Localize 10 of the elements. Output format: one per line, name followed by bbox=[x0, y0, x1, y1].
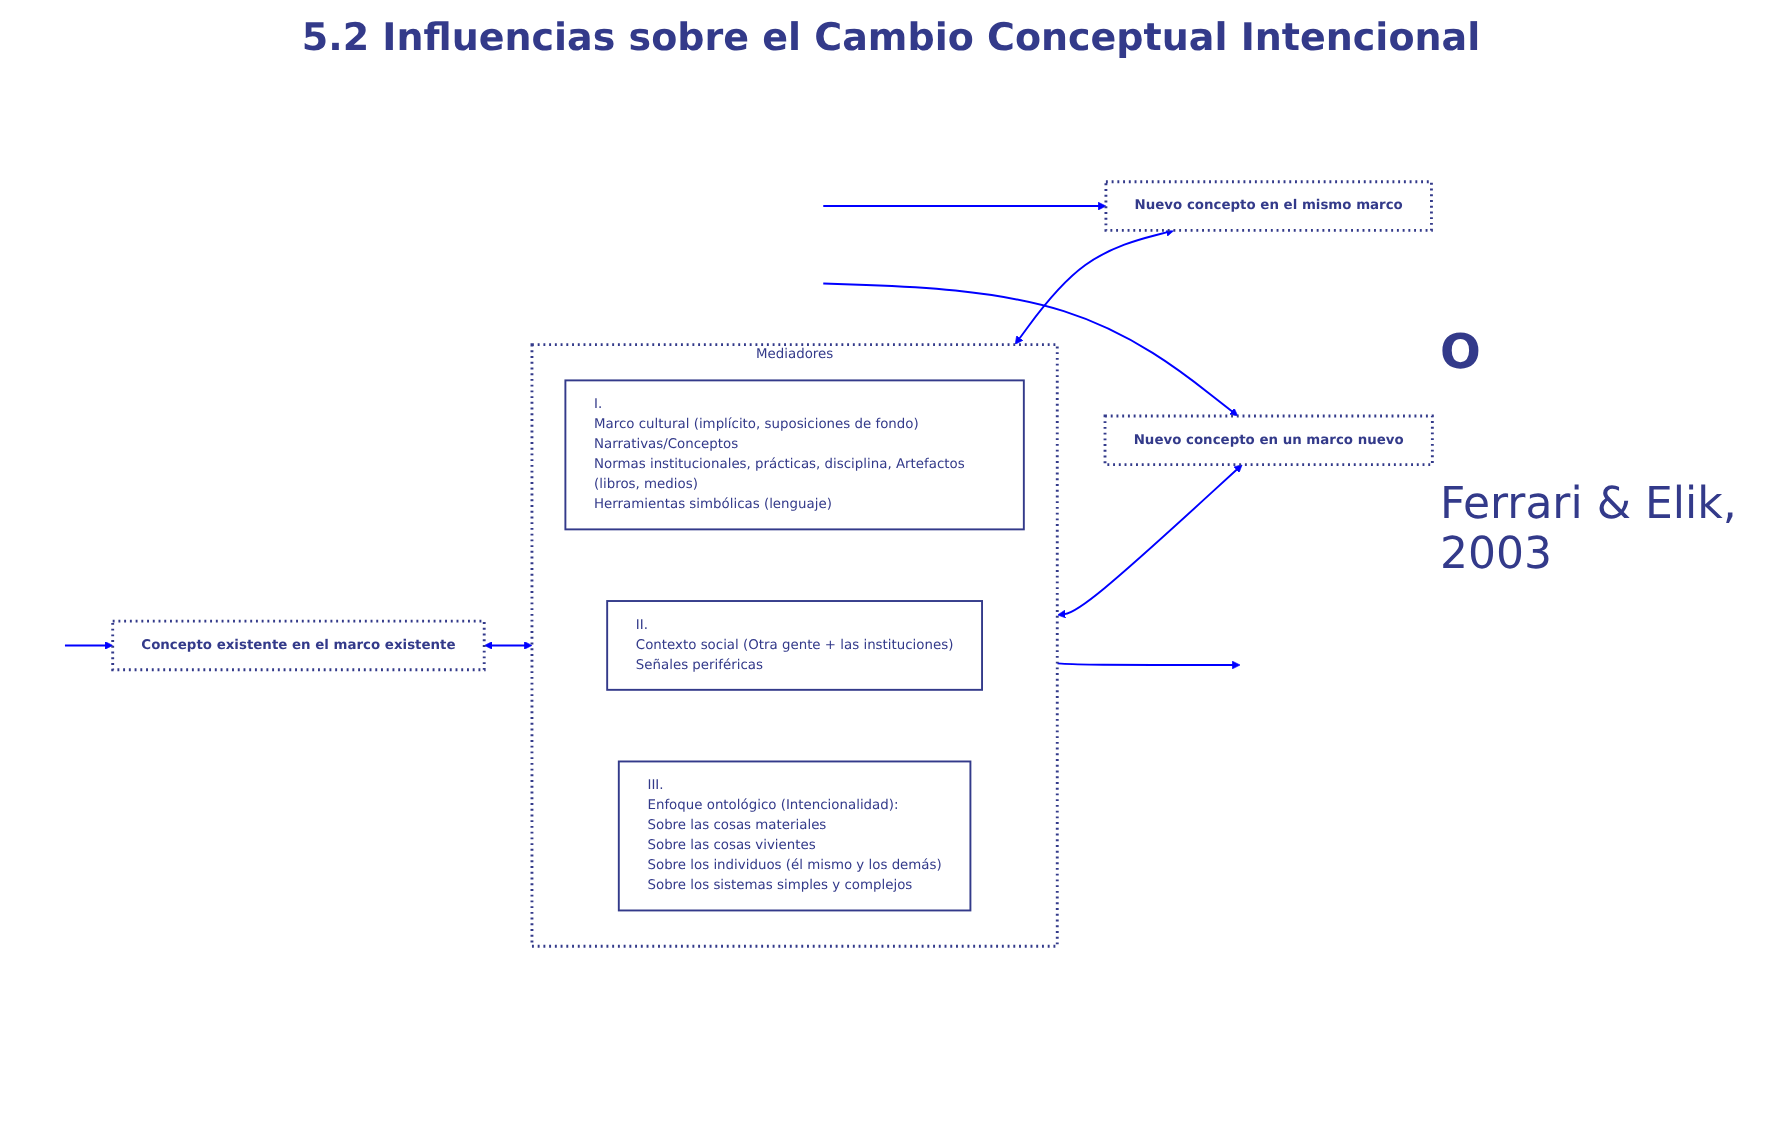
arrow bbox=[484, 641, 533, 650]
arrow bbox=[1057, 464, 1243, 619]
arrow bbox=[822, 282, 1239, 417]
diagram-title: 5.2 Influencias sobre el Cambio Conceptual Intencional bbox=[299, 16, 1483, 60]
arrow bbox=[1014, 228, 1175, 345]
arrow bbox=[1056, 660, 1241, 670]
arrow bbox=[822, 201, 1107, 211]
arrow bbox=[64, 641, 114, 650]
option-letter: O bbox=[1440, 324, 1483, 380]
citation-text: Ferrari & Elik, 2003 bbox=[1440, 480, 1739, 580]
